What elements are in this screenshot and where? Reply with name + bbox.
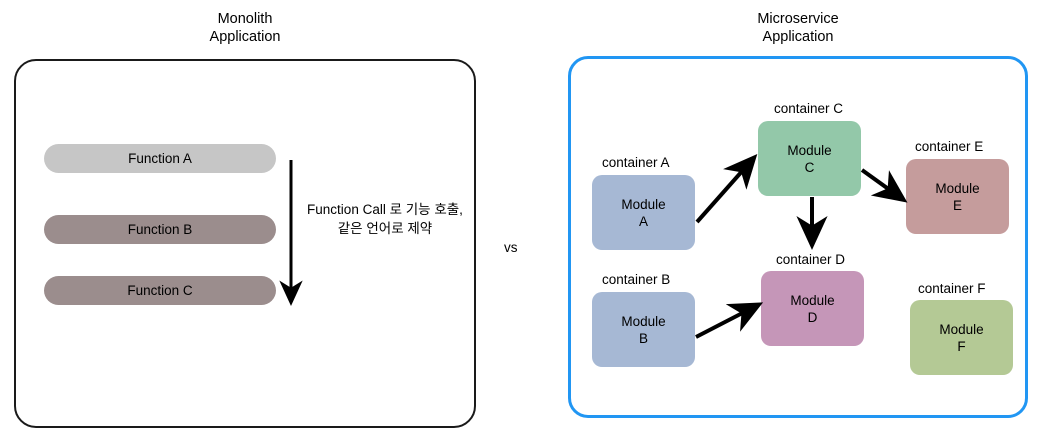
function-bar-b[interactable]: Function B [44, 215, 276, 244]
module-e-box[interactable]: Module E [906, 159, 1009, 234]
function-bar-a[interactable]: Function A [44, 144, 276, 173]
module-a-box[interactable]: Module A [592, 175, 695, 250]
module-d-label-line2: D [807, 309, 818, 325]
module-d-box[interactable]: Module D [761, 271, 864, 346]
monolith-title: Monolith Application [209, 11, 281, 45]
container-e-label: container E [915, 139, 984, 154]
vs-label: vs [504, 240, 518, 255]
microservice-title: Microservice Application [757, 11, 839, 45]
function-bar-c-label: Function C [127, 283, 193, 298]
module-b-label-line2: B [638, 330, 648, 346]
module-c-label-line2: C [804, 159, 815, 175]
module-c-label-line1: Module [787, 142, 832, 158]
module-d-label-line1: Module [790, 292, 835, 308]
container-a-label: container A [602, 155, 670, 170]
module-c-box[interactable]: Module C [758, 121, 861, 196]
container-b-label: container B [602, 272, 671, 287]
module-e-label-line2: E [952, 197, 962, 213]
module-f-label-line1: Module [939, 321, 984, 337]
module-f-box[interactable]: Module F [910, 300, 1013, 375]
module-b-label-line1: Module [621, 313, 666, 329]
module-b-box[interactable]: Module B [592, 292, 695, 367]
function-bar-c[interactable]: Function C [44, 276, 276, 305]
container-c-label: container C [774, 101, 844, 116]
module-e-label-line1: Module [935, 180, 980, 196]
container-f-label: container F [918, 281, 986, 296]
module-a-label-line1: Module [621, 196, 666, 212]
container-d-label: container D [776, 252, 846, 267]
module-a-label-line2: A [638, 213, 648, 229]
function-bar-b-label: Function B [127, 222, 193, 237]
function-call-annotation: Function Call 로 기능 호출, 같은 언어로 제약 [307, 202, 463, 236]
module-f-label-line2: F [957, 338, 966, 354]
function-bar-a-label: Function A [128, 151, 192, 166]
